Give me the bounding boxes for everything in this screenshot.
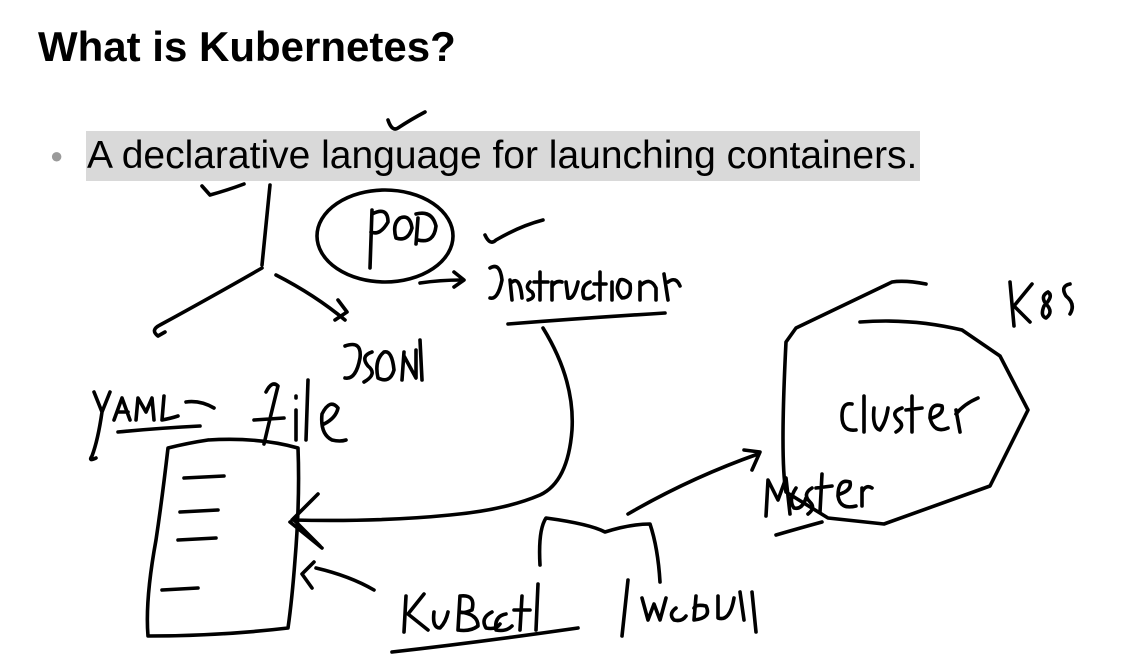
underline-master [774,520,824,537]
word-webui [640,590,758,634]
bracket-kubectl-webui [537,516,662,584]
arrowhead-kubectl-file [300,560,316,590]
underline-instruction [506,311,667,326]
tree-branch-left [152,266,264,338]
bullet-item: ● A declarative language for launching c… [50,130,921,182]
arrow-pod-instruction [418,278,464,285]
connector-file-kubectl [288,520,324,550]
file-line-4 [160,586,200,592]
arrowhead-instruction [452,270,466,289]
pod-circle [315,188,455,284]
file-line-1 [182,474,226,480]
file-document [145,437,301,638]
file-line-3 [176,536,218,542]
word-pod [368,208,438,270]
arrow-kubectl-file [314,566,376,592]
word-file [252,378,348,446]
bullet-text: A declarative language for launching con… [86,131,921,181]
underline-yaml [116,424,202,434]
tree-arrowhead-right [333,298,349,322]
word-kubectl [402,582,540,634]
tree-stem [260,183,272,267]
word-yaml [88,390,216,462]
curve-instruction-to-file [290,326,575,523]
word-instruction [488,264,682,302]
word-cluster [840,394,980,434]
cluster-hexagon [781,279,1030,526]
checkmark-pod [483,218,545,244]
bullet-dot-icon: ● [50,143,64,168]
tick-mark-small [200,182,246,197]
divider-kubectl-webui [620,578,630,638]
checkmark-top [386,110,427,131]
file-line-2 [178,508,220,514]
word-k8s [1008,280,1075,328]
slide-title: What is Kubernetes? [38,23,456,70]
underline-kubectl [390,626,580,654]
tree-branch-right [274,273,347,322]
arrowhead-master [742,448,762,472]
arrowhead-file [291,492,322,548]
word-master [764,472,874,518]
arrow-to-master [626,452,760,516]
word-json [343,338,424,384]
